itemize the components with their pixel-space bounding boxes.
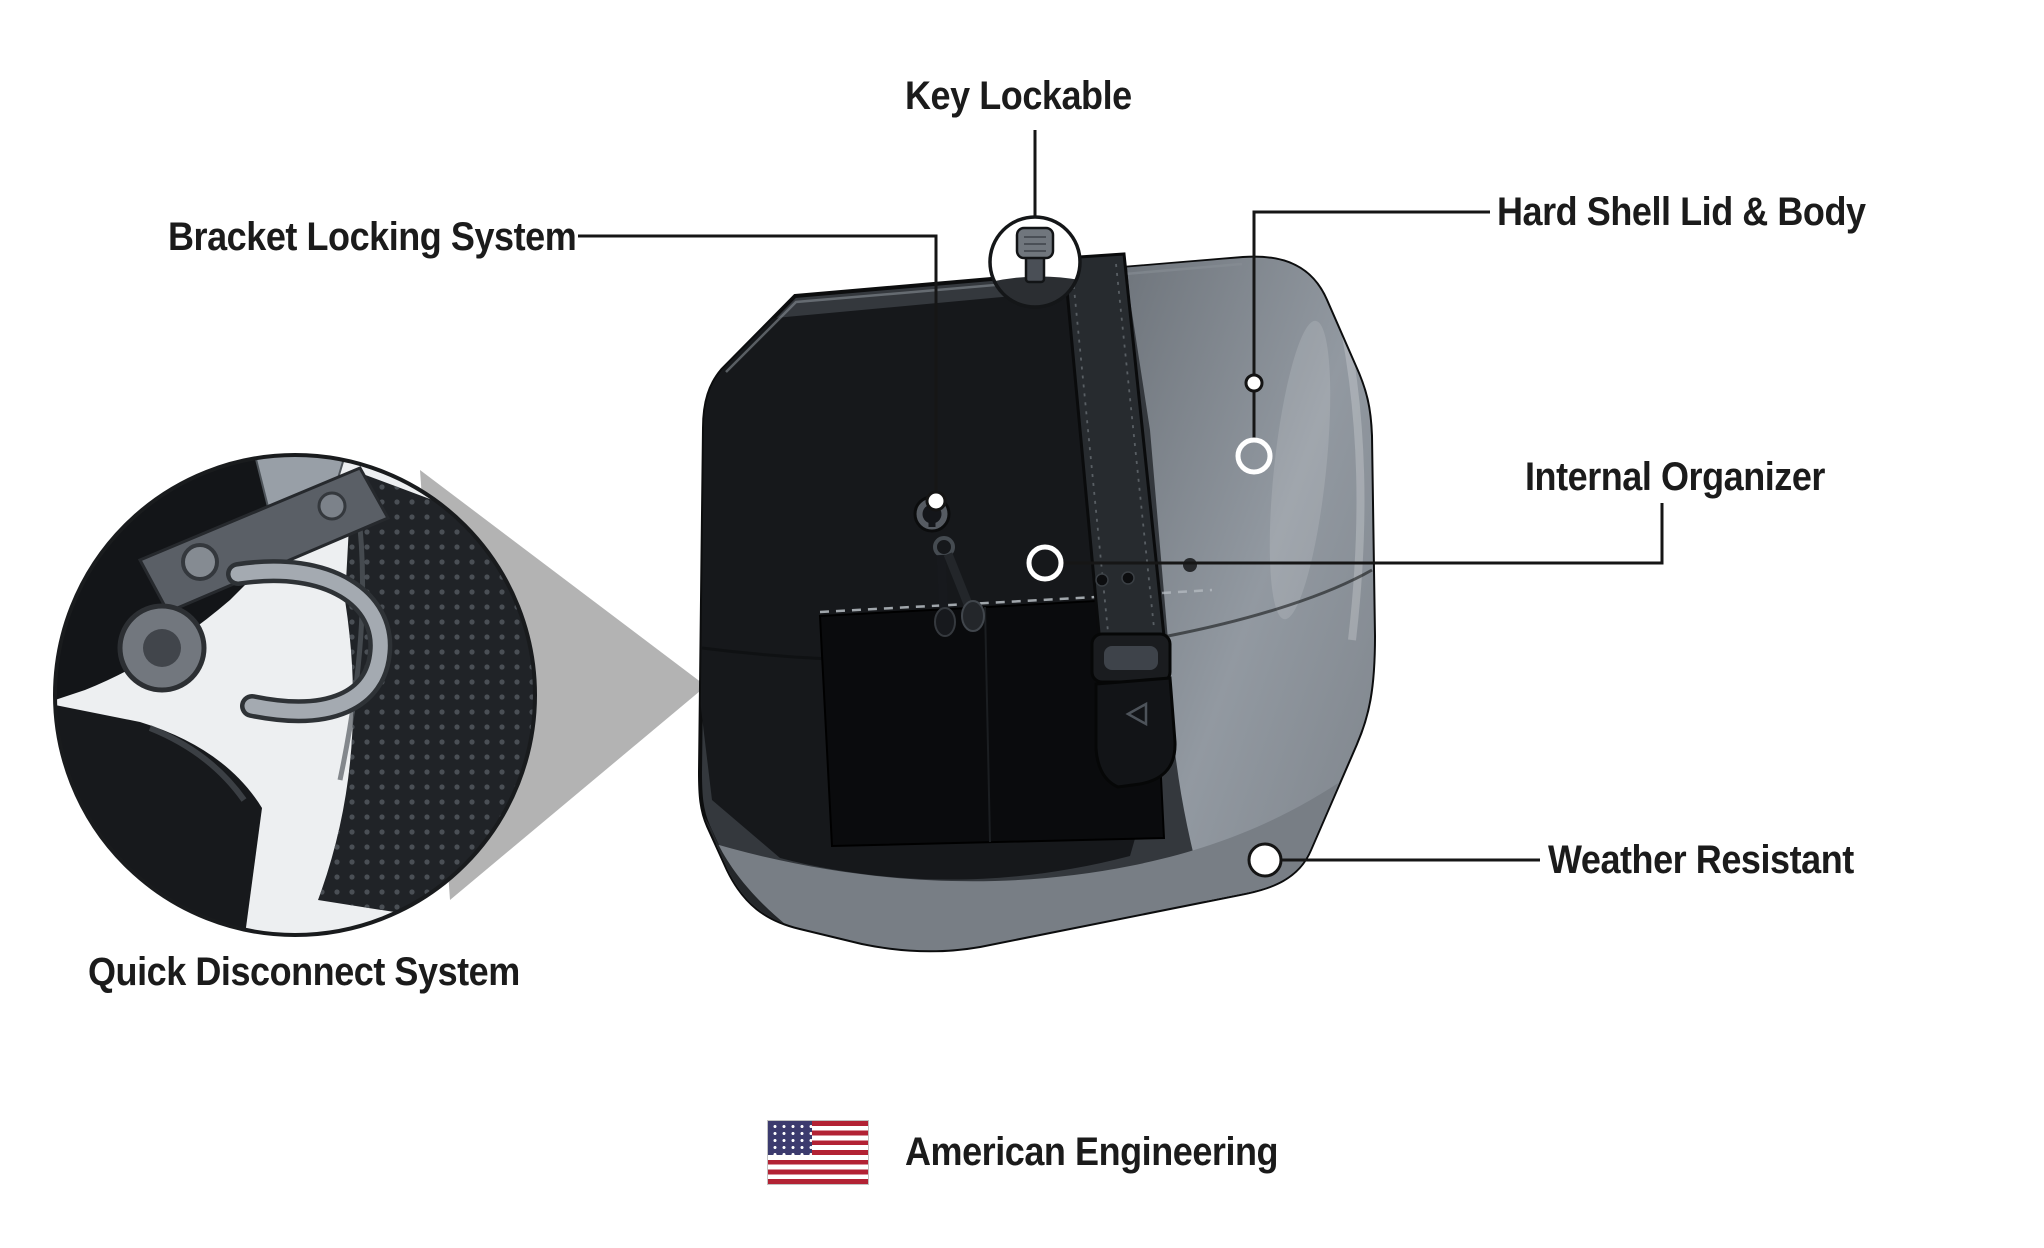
pivot-knob-center xyxy=(143,629,181,667)
organizer-dashed-line-right xyxy=(1161,588,1213,595)
bracket-bolt xyxy=(181,543,219,581)
callout-line-internal-organizer xyxy=(1062,503,1664,565)
strap-stitching-left xyxy=(1071,267,1109,633)
u-rod xyxy=(230,563,388,719)
footer-label-american-engineering: American Engineering xyxy=(905,1130,1279,1174)
anchor-ring-hard-shell xyxy=(1235,437,1273,475)
callout-line-hard-shell xyxy=(1252,210,1490,438)
callout-label-weather-resistant: Weather Resistant xyxy=(1548,838,1854,882)
internal-organizer-pocket xyxy=(818,596,1166,848)
callout-label-key-lockable: Key Lockable xyxy=(905,74,1132,118)
lower-panel-highlight xyxy=(148,725,247,802)
lock-slot xyxy=(928,514,936,527)
top-key-shaft xyxy=(1024,254,1046,284)
clasp-logo xyxy=(1125,701,1148,727)
saddlebag-illustration xyxy=(697,215,1377,953)
callout-lines xyxy=(578,130,1664,862)
clasp-plate xyxy=(1094,676,1177,789)
perforation-dots xyxy=(318,470,535,935)
strap-assembly xyxy=(1062,252,1177,789)
key-shaft-right xyxy=(943,552,973,606)
bracket-bolt-small xyxy=(317,491,347,521)
callout-label-hard-shell-lid-body: Hard Shell Lid & Body xyxy=(1497,190,1866,234)
key-head-left xyxy=(934,607,956,637)
callout-line-bracket-locking xyxy=(578,234,938,492)
lid-highlight xyxy=(1269,320,1331,620)
us-flag-icon xyxy=(768,1121,868,1184)
key-head-right xyxy=(961,600,985,632)
anchor-dot-hard-shell xyxy=(1244,373,1264,393)
anchor-ring-internal-organizer xyxy=(1026,544,1064,582)
quick-disconnect-inset xyxy=(53,453,537,937)
lid-edge-glint xyxy=(1341,329,1365,641)
anchor-dot-bracket-locking xyxy=(925,490,947,512)
inset-circle-outline xyxy=(53,453,537,937)
lid-rivet xyxy=(1183,558,1197,572)
bag-lid-glass xyxy=(1125,257,1374,951)
key-shaft-left xyxy=(936,554,949,613)
strap-rivet xyxy=(1121,571,1135,585)
callout-label-quick-disconnect-system: Quick Disconnect System xyxy=(88,950,520,994)
callout-label-bracket-locking-system: Bracket Locking System xyxy=(168,215,577,259)
anchor-ring-weather-resistant xyxy=(1247,842,1283,878)
top-key-callout xyxy=(988,215,1082,309)
callout-label-internal-organizer: Internal Organizer xyxy=(1525,455,1825,499)
key-circle-outline xyxy=(988,215,1082,309)
top-key-grip-lines xyxy=(1024,236,1046,252)
buckle-slot xyxy=(1104,646,1158,670)
strap-rivet xyxy=(1095,573,1109,587)
strap-stitching-right xyxy=(1115,263,1155,629)
pocket-crease xyxy=(984,606,991,843)
